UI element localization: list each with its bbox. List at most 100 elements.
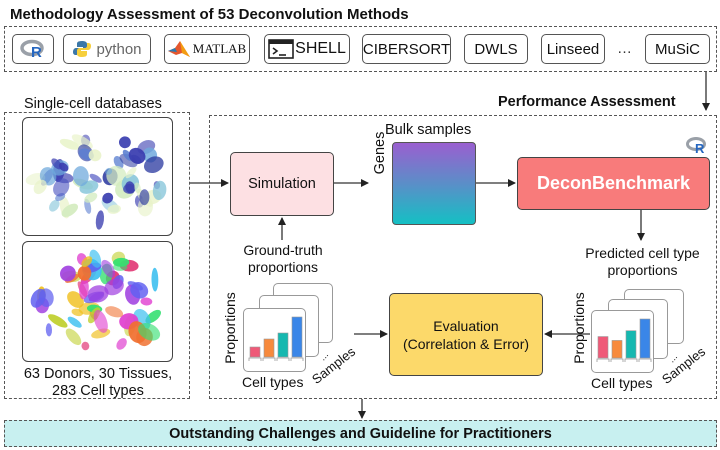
cell-cluster (60, 265, 76, 282)
svg-text:R: R (695, 141, 705, 154)
cell-cluster (79, 279, 89, 300)
terminal-icon (268, 39, 294, 59)
cell-cluster (51, 158, 62, 170)
cell-cluster (102, 192, 114, 204)
cell-cluster (45, 323, 53, 337)
umap-celltype-points (30, 249, 161, 351)
gt-axis-x: Cell types (242, 374, 304, 390)
tool-matlab-label: MATLAB (192, 41, 247, 56)
cell-cluster (89, 173, 102, 183)
umap-celltype-plot (22, 241, 173, 362)
tools-ellipsis: … (617, 40, 632, 57)
tool-r: R (12, 34, 54, 64)
methods-container (4, 26, 717, 72)
cell-cluster (152, 180, 167, 201)
tool-dwls-label: DWLS (474, 40, 518, 58)
tool-linseed-label: Linseed (546, 40, 600, 58)
single-cell-container (4, 112, 190, 399)
ground-truth-line1: Ground-truth (243, 242, 323, 258)
ground-truth-label: Ground-truth proportions (228, 242, 338, 276)
tool-cibersort: CIBERSORT (362, 34, 451, 64)
svg-text:R: R (31, 44, 42, 59)
cell-cluster (72, 166, 89, 187)
bar-tick-3 (638, 358, 652, 362)
cell-cluster (105, 167, 113, 175)
python-logo-icon (73, 41, 92, 57)
pr-bar-chart (596, 318, 652, 362)
cell-cluster (125, 167, 137, 179)
tool-music: MuSiC (645, 34, 710, 64)
cell-cluster (77, 265, 92, 281)
cell-cluster (104, 278, 124, 296)
predicted-label: Predicted cell type proportions (570, 245, 715, 279)
evaluation-box: Evaluation (Correlation & Error) (389, 293, 543, 376)
single-cell-caption: 63 Donors, 30 Tissues, 283 Cell types (8, 366, 188, 400)
bar-0 (249, 346, 261, 358)
performance-container (209, 115, 717, 399)
bar-tick-1 (610, 358, 624, 362)
cell-cluster (87, 285, 109, 303)
footer-title: Outstanding Challenges and Guideline for… (169, 425, 552, 442)
umap-tissue-plot (22, 117, 173, 236)
cell-cluster (88, 149, 102, 162)
bar-1 (263, 338, 275, 358)
r-logo-small-icon: R (686, 137, 706, 154)
tool-dwls: DWLS (464, 34, 528, 64)
methodology-title: Methodology Assessment of 53 Deconvoluti… (10, 6, 409, 23)
cell-cluster (81, 256, 93, 268)
cell-cluster (59, 138, 80, 150)
cell-cluster (139, 189, 150, 206)
deconbenchmark-box: DeconBenchmark (517, 157, 710, 210)
cell-cluster (61, 203, 79, 217)
cell-cluster (151, 267, 159, 292)
cell-cluster (71, 134, 93, 149)
ground-truth-line2: proportions (247, 259, 319, 275)
pr-card-front (591, 310, 654, 373)
gt-bar-chart (248, 316, 304, 361)
bar-tick-2 (624, 358, 638, 362)
cell-cluster (113, 257, 130, 267)
predicted-cards: Proportions Cell types Samples ... (571, 283, 717, 398)
bar-0 (597, 336, 609, 359)
bar-tick-2 (276, 357, 290, 361)
tool-music-label: MuSiC (654, 40, 700, 58)
cell-cluster (107, 204, 121, 214)
bar-tick-0 (248, 357, 262, 361)
cell-cluster (49, 199, 60, 212)
cell-cluster (33, 179, 47, 195)
cell-cluster (48, 314, 68, 328)
cell-cluster (143, 156, 164, 174)
tool-cibersort-label: CIBERSORT (362, 40, 451, 58)
cell-cluster (134, 182, 141, 194)
gt-card-front (243, 308, 306, 372)
simulation-label: Simulation (248, 176, 316, 192)
deconbenchmark-label: DeconBenchmark (536, 173, 691, 193)
cell-cluster (89, 249, 102, 268)
cell-cluster (116, 338, 127, 350)
cell-cluster (84, 192, 98, 203)
tool-shell: SHELL (264, 34, 350, 64)
matlab-logo-icon (167, 41, 190, 57)
cell-cluster (95, 210, 105, 230)
bar-tick-1 (262, 357, 276, 361)
bulk-samples-title: Bulk samples (385, 122, 472, 138)
predicted-line1: Predicted cell type (585, 245, 700, 261)
cell-cluster (119, 136, 131, 149)
bar-tick-0 (596, 358, 610, 362)
tool-shell-label: SHELL (295, 40, 346, 57)
cell-cluster (65, 328, 82, 346)
ground-truth-cards: Proportions Cell types Samples ... (222, 283, 376, 398)
bar-tick-3 (290, 357, 304, 361)
cell-cluster (101, 259, 116, 278)
tool-matlab: MATLAB (164, 34, 250, 64)
umap-tissue-points (25, 134, 167, 230)
bulk-samples-matrix (392, 142, 476, 225)
cell-cluster (128, 147, 146, 164)
performance-title: Performance Assessment (498, 94, 676, 110)
pr-axis-x: Cell types (591, 375, 653, 391)
cell-cluster (30, 288, 46, 308)
simulation-box: Simulation (230, 152, 334, 216)
cell-cluster (67, 316, 82, 328)
tool-linseed: Linseed (541, 34, 605, 64)
